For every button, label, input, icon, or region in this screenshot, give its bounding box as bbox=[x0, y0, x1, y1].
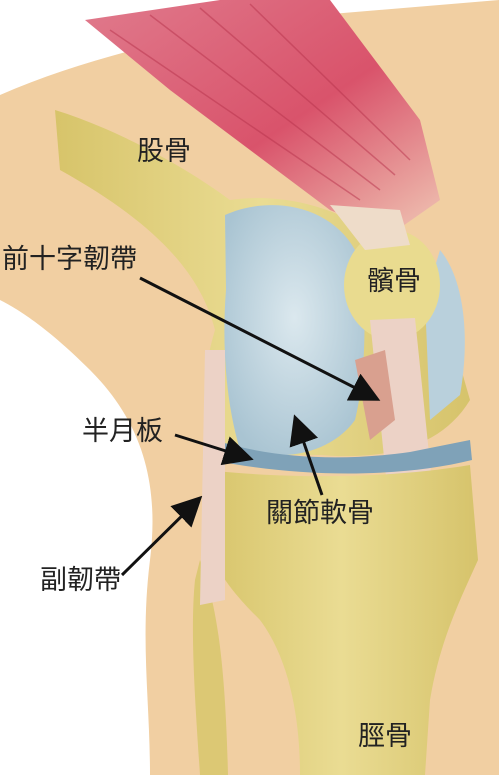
cartilage-label: 關節軟骨 bbox=[266, 500, 374, 527]
tibia-label: 脛骨 bbox=[358, 723, 412, 750]
patella-label: 髕骨 bbox=[367, 268, 421, 295]
collateral-ligament-label: 副韌帶 bbox=[40, 567, 121, 594]
acl-label: 前十字韌帶 bbox=[2, 246, 137, 273]
meniscus-label: 半月板 bbox=[82, 418, 163, 445]
femur-label: 股骨 bbox=[137, 138, 191, 165]
